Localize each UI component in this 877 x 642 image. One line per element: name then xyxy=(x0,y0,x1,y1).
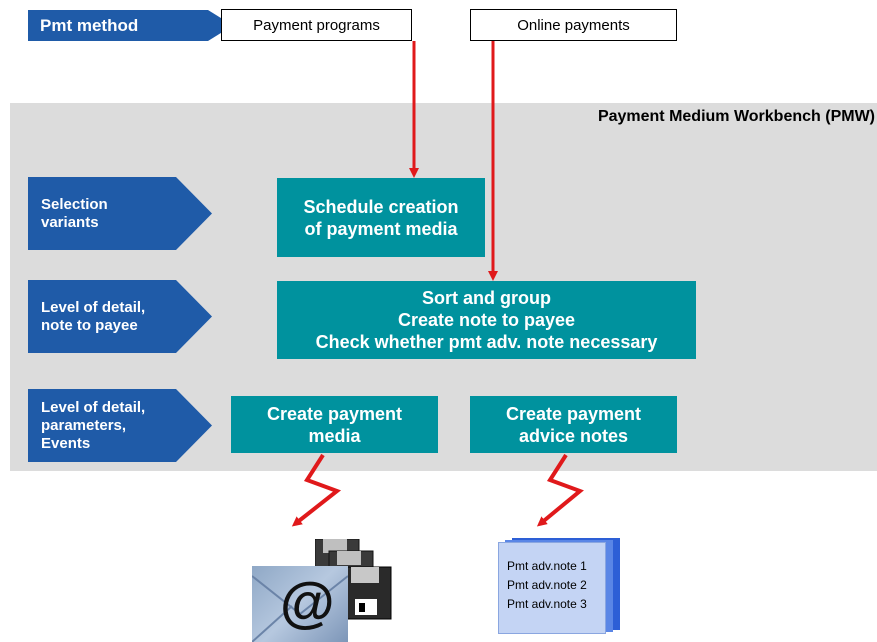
advice-note-2: Pmt adv.note 2 xyxy=(507,578,587,592)
step-create-payment-advice-notes: Create payment advice notes xyxy=(470,396,677,453)
document-stack-icon: Pmt adv.note 1 Pmt adv.note 2 Pmt adv.no… xyxy=(498,538,623,634)
pmw-title: Payment Medium Workbench (PMW) xyxy=(597,108,875,125)
step-sort-and-group: Sort and group Create note to payee Chec… xyxy=(277,281,696,359)
advice-note-3: Pmt adv.note 3 xyxy=(507,597,587,611)
floppy-disk-icon xyxy=(315,539,392,620)
chevron-arrow-shape xyxy=(28,177,212,250)
payment-method-label: Pmt method xyxy=(28,10,233,41)
envelope-lines xyxy=(252,575,348,642)
row-label-detail-params-events: Level of detail, parameters, Events xyxy=(28,389,212,462)
step-schedule-creation: Schedule creation of payment media xyxy=(277,178,485,257)
at-symbol: @ xyxy=(280,570,335,633)
lightning-bolt-icon xyxy=(536,453,584,527)
row-label-selection-variants: Selection variants xyxy=(28,177,212,250)
chevron-arrow-shape xyxy=(28,389,212,462)
chevron-arrow-shape xyxy=(28,280,212,353)
note-page-front: Pmt adv.note 1 Pmt adv.note 2 Pmt adv.no… xyxy=(498,542,606,634)
online-payments-box: Online payments xyxy=(470,9,677,41)
payment-programs-box: Payment programs xyxy=(221,9,412,41)
lightning-bolt-icon xyxy=(291,453,342,527)
email-icon: @ xyxy=(252,566,348,642)
advice-note-1: Pmt adv.note 1 xyxy=(507,559,587,573)
step-create-payment-media: Create payment media xyxy=(231,396,438,453)
chevron-arrow-shape xyxy=(28,10,233,41)
row-label-detail-note: Level of detail, note to payee xyxy=(28,280,212,353)
